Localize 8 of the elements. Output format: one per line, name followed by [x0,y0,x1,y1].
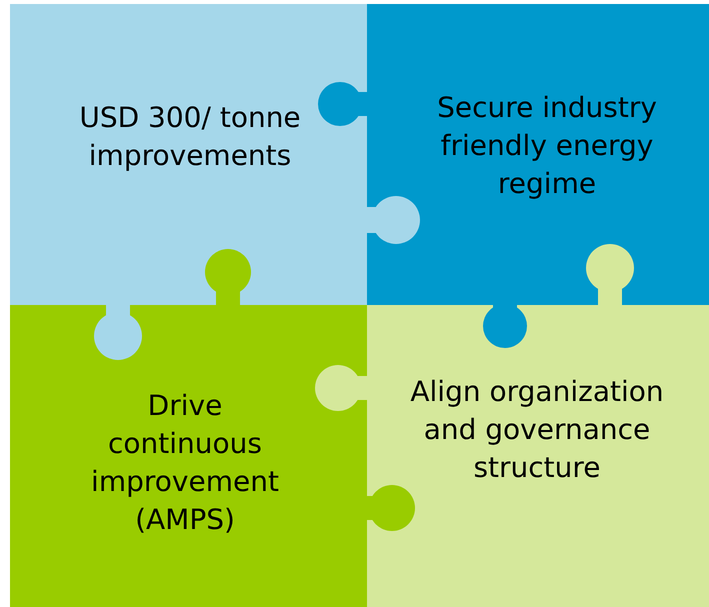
piece-label: Align organization and governance structure [409,374,665,486]
piece-label: USD 300/ tonne improvements [78,100,302,174]
piece-label: Drive continuous improvement (AMPS) [90,388,280,538]
puzzle-piece [10,4,367,305]
puzzle-piece [367,305,709,607]
puzzle-piece [367,4,709,305]
piece-label: Secure industry friendly energy regime [436,90,658,202]
puzzle-piece [10,305,367,607]
